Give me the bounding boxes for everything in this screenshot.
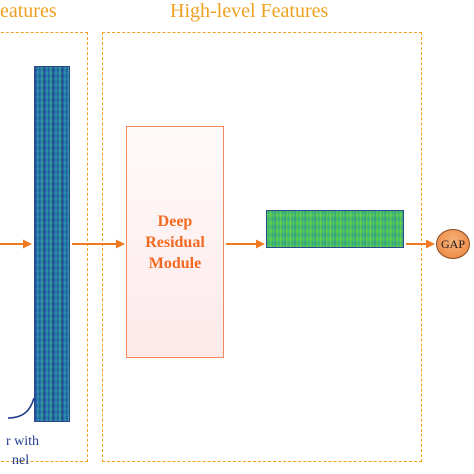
feature-map-spectrogram: [266, 210, 404, 248]
low-level-section-box: [0, 32, 88, 462]
input-spectrogram: [34, 66, 70, 422]
module-label: Deep Residual Module: [145, 212, 205, 272]
deep-residual-module: Deep Residual Module: [126, 126, 224, 358]
gap-node: GAP: [436, 229, 470, 259]
low-level-title: eatures: [0, 0, 59, 22]
annotation-curve: [7, 397, 35, 419]
high-level-section-box: [102, 32, 422, 462]
annotation-line-2: nel: [12, 453, 30, 468]
annotation-line-1: r with: [6, 434, 40, 449]
high-level-title: High-level Features: [168, 0, 331, 22]
gap-label: GAP: [440, 236, 465, 251]
